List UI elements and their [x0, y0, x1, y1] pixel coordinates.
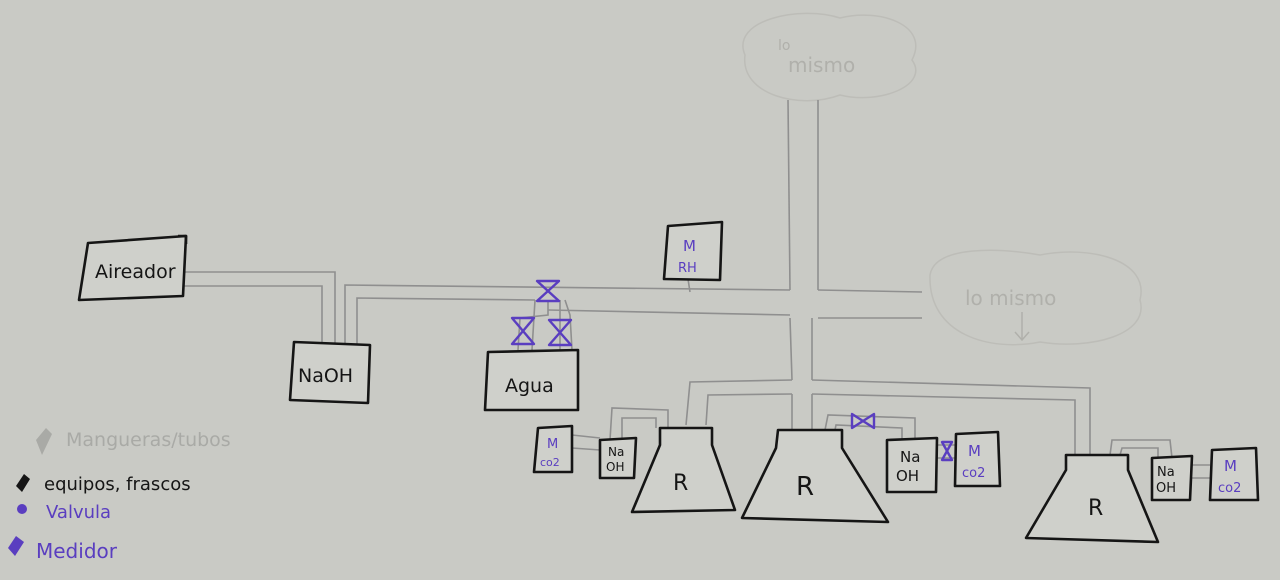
- naoh-3-oh: OH: [1156, 481, 1176, 496]
- valve-swatch-icon: [17, 504, 27, 514]
- pipe-rh-tap: [687, 278, 691, 293]
- cloud-note-right: lo mismo: [929, 249, 1142, 346]
- agua-label: Agua: [505, 375, 554, 397]
- note-mismo: mismo: [788, 53, 855, 77]
- pipe-aireador-naoh-bottom: [178, 285, 323, 345]
- reactor-3[interactable]: R: [1024, 453, 1160, 544]
- valve-icon[interactable]: [940, 440, 954, 462]
- pipe-agua-right: [564, 299, 573, 351]
- naoh-2-box[interactable]: Na OH: [885, 436, 939, 494]
- meter-rh-box[interactable]: M RH: [662, 220, 724, 282]
- pipe-naoh1-meter1-top: [571, 434, 601, 439]
- note-lo-mismo: lo mismo: [965, 286, 1056, 310]
- aireador-label: Aireador: [95, 261, 176, 283]
- pipe-aireador-naoh-top: [180, 271, 336, 345]
- agua-box[interactable]: Agua: [483, 348, 580, 412]
- naoh-1-box[interactable]: Na OH: [598, 436, 638, 480]
- down-arrow-icon: [1014, 312, 1030, 342]
- pipe-naoh1-meter1-bottom: [571, 447, 601, 451]
- pipe-r1-naoh1-bottom: [621, 417, 657, 440]
- legend-label-mangueras: Mangueras/tubos: [66, 429, 231, 451]
- meter-co2-1-box[interactable]: M co2: [532, 424, 574, 474]
- legend-label-valvula: Valvula: [46, 502, 111, 523]
- pipe-naoh-header-top: [344, 284, 791, 345]
- pipe-header-second: [547, 309, 791, 316]
- pipe-dist-r1-inner: [705, 393, 793, 426]
- pipe-trunk-left: [789, 317, 793, 381]
- ink-swatch-icon: [16, 474, 30, 492]
- pipe-r3-naoh3-bottom: [1119, 447, 1159, 458]
- pencil-swatch-icon: [36, 428, 52, 455]
- meter-co2-1-co2: co2: [540, 456, 560, 469]
- pipe-r3-naoh3-top: [1109, 439, 1173, 459]
- equipment: Aireador NaOH Agua M RH R R: [77, 220, 1260, 544]
- reactor-2[interactable]: R: [740, 428, 890, 524]
- legend-item-medidor: Medidor: [8, 536, 118, 563]
- meter-swatch-icon: [8, 536, 24, 556]
- legend-item-mangueras: Mangueras/tubos: [36, 428, 231, 455]
- valve-icon[interactable]: [850, 412, 876, 430]
- naoh-2-na: Na: [900, 448, 920, 466]
- pipe-riser-left: [787, 99, 791, 291]
- reactor-3-label: R: [1088, 496, 1103, 521]
- naoh-1-na: Na: [608, 445, 624, 459]
- meter-co2-2-m: M: [968, 442, 981, 460]
- cloud-note-top: lo mismo: [742, 12, 917, 102]
- pipe-dist-r3-outer: [811, 379, 1091, 455]
- pipe-dist-r1-outer: [685, 379, 793, 426]
- reactor-2-label: R: [796, 472, 814, 502]
- note-lo: lo: [778, 38, 790, 54]
- valve-icon[interactable]: [510, 316, 536, 346]
- naoh-3-box[interactable]: Na OH: [1150, 454, 1194, 502]
- naoh-3-na: Na: [1157, 465, 1175, 480]
- reactor-1[interactable]: R: [630, 426, 737, 514]
- meter-co2-3-co2: co2: [1218, 481, 1241, 496]
- pipe-network: [178, 99, 1210, 479]
- meter-co2-3-box[interactable]: M co2: [1208, 446, 1260, 502]
- meter-co2-2-box[interactable]: M co2: [953, 430, 1002, 488]
- naoh-2-oh: OH: [896, 467, 919, 485]
- valve-icon[interactable]: [547, 318, 573, 347]
- meter-rh-rh: RH: [678, 261, 697, 276]
- meter-co2-3-m: M: [1224, 457, 1237, 475]
- meter-rh-m: M: [683, 237, 696, 255]
- pipe-naoh-header-bottom: [356, 297, 536, 345]
- meter-co2-2-co2: co2: [962, 466, 985, 481]
- naoh-main-label: NaOH: [298, 365, 353, 387]
- meter-co2-1-m: M: [547, 437, 558, 452]
- naoh-main-box[interactable]: NaOH: [288, 340, 372, 405]
- reactor-1-label: R: [673, 471, 688, 496]
- valve-icon[interactable]: [535, 279, 561, 303]
- pipe-dist-r3-inner: [811, 393, 1076, 455]
- naoh-1-oh: OH: [606, 460, 624, 474]
- legend: Mangueras/tubos equipos, frascos Valvula…: [8, 428, 231, 563]
- pipe-header-right-top: [817, 289, 923, 293]
- legend-label-medidor: Medidor: [36, 539, 118, 563]
- pipe-r1-naoh1-top: [609, 407, 669, 441]
- aireador-box[interactable]: Aireador: [77, 234, 188, 302]
- pipe-r2-naoh2-bottom: [834, 424, 903, 440]
- legend-item-equipos: equipos, frascos: [16, 474, 191, 495]
- legend-item-valvula: Valvula: [17, 502, 111, 523]
- legend-label-equipos: equipos, frascos: [44, 474, 191, 495]
- valves: [510, 279, 954, 462]
